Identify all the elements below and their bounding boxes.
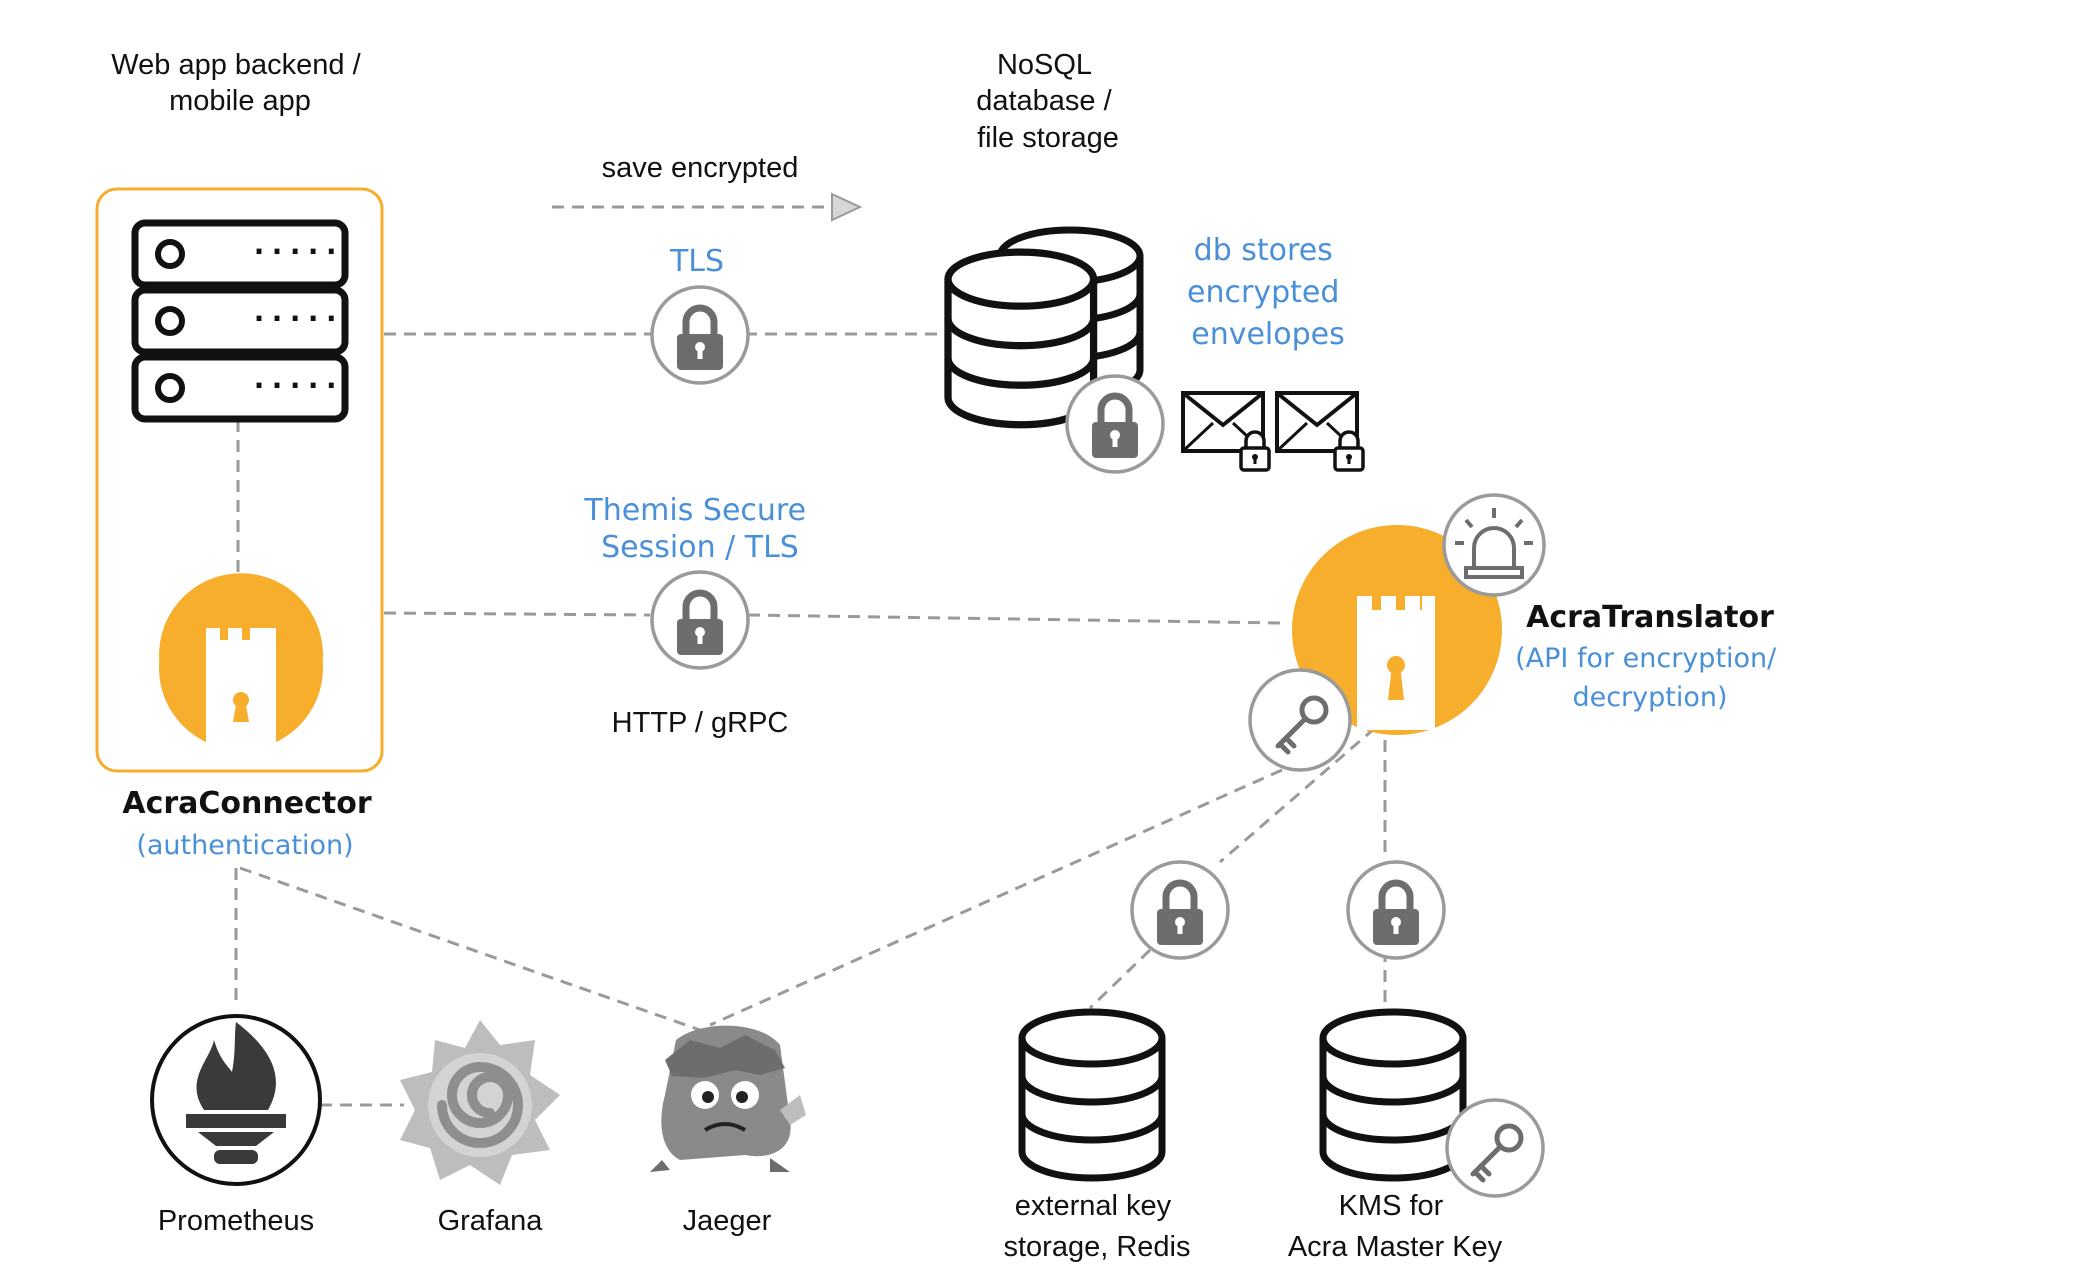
kms-key-icon xyxy=(1445,1098,1545,1198)
connector-lines xyxy=(234,192,1391,1107)
key-storage-lock-icon xyxy=(1130,860,1230,960)
acra-connector-subtitle: (authentication) xyxy=(136,830,353,861)
svg-text:·····: ····· xyxy=(250,302,340,337)
acra-translator-logo-icon xyxy=(1292,525,1502,735)
line-keylock-to-redis xyxy=(1088,948,1152,1010)
prometheus-label: Prometheus xyxy=(158,1205,314,1237)
kms-database-icon xyxy=(1323,1012,1463,1178)
db-lock-icon xyxy=(1065,374,1165,474)
encrypted-envelope-icon xyxy=(1275,391,1365,472)
redis-database-icon xyxy=(1022,1012,1162,1178)
http-grpc-label: HTTP / gRPC xyxy=(612,707,789,739)
save-encrypted-label: save encrypted xyxy=(602,152,799,184)
encrypted-envelope-icon xyxy=(1181,391,1271,472)
line-themis-to-translator xyxy=(747,613,1283,625)
jaeger-label: Jaeger xyxy=(683,1205,772,1237)
acra-translator-title: AcraTranslator xyxy=(1526,600,1774,635)
themis-lock-icon xyxy=(650,570,750,670)
prometheus-icon xyxy=(150,1014,322,1186)
tls-label: TLS xyxy=(669,244,724,279)
kms-lock-icon xyxy=(1346,860,1446,960)
svg-text:·····: ····· xyxy=(250,369,340,404)
grafana-label: Grafana xyxy=(438,1205,544,1237)
line-connector-to-jaeger xyxy=(239,866,701,1032)
line-translator-to-keylock xyxy=(1219,713,1391,864)
tls-lock-icon xyxy=(650,285,750,385)
alarm-icon xyxy=(1442,493,1546,597)
acra-translator-subtitle: (API for encryption/ decryption) xyxy=(1515,643,1785,713)
translator-key-icon xyxy=(1248,668,1352,772)
arrow-head-icon xyxy=(831,192,863,222)
svg-text:·····: ····· xyxy=(250,235,340,270)
acra-connector-title: AcraConnector xyxy=(122,786,371,821)
web-app-container xyxy=(95,187,384,773)
line-translator-to-jaeger xyxy=(709,768,1283,1027)
db-stores-label: db stores encrypted envelopes xyxy=(1187,233,1349,352)
web-app-label: Web app backend / mobile app xyxy=(111,49,368,117)
nosql-label: NoSQL database / file storage xyxy=(976,49,1120,154)
line-connector-to-themis xyxy=(383,611,651,617)
server-icon: ····· ····· ····· xyxy=(131,219,349,423)
themis-label: Themis Secure Session / TLS xyxy=(583,493,815,565)
grafana-icon xyxy=(400,1020,560,1185)
kms-label: KMS for Acra Master Key xyxy=(1288,1190,1503,1263)
acra-connector-logo-icon xyxy=(159,573,323,755)
key-storage-label: external key storage, Redis xyxy=(1004,1190,1191,1263)
jaeger-icon xyxy=(650,1025,806,1172)
